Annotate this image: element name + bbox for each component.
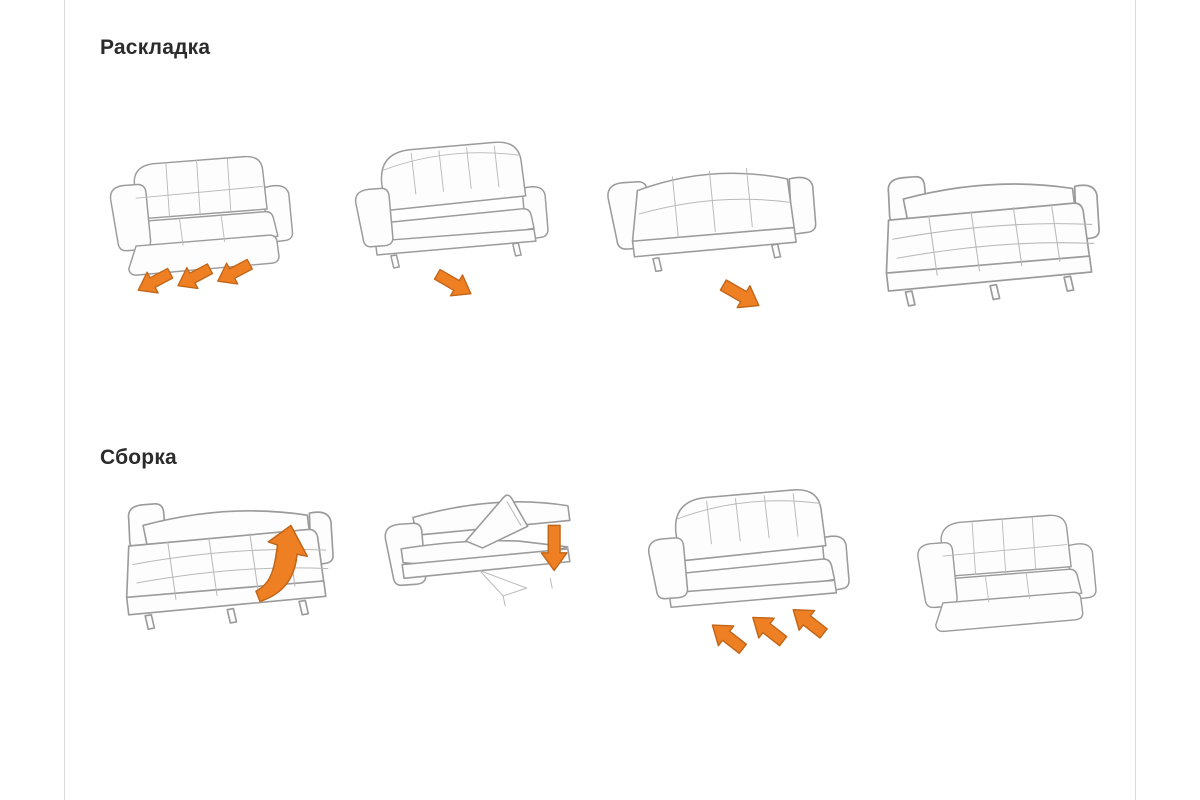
quilt-lines — [638, 167, 790, 238]
sofa-body — [354, 141, 549, 269]
quilt-lines — [135, 157, 264, 246]
unfold-step-1-illustration — [80, 138, 315, 318]
bed-body — [125, 503, 334, 630]
sofa-body — [109, 155, 294, 276]
flat-bed-lift-drawing — [125, 503, 334, 630]
fold-section-title: Сборка — [100, 446, 177, 469]
sofa-half-unfolded-drawing — [607, 167, 817, 309]
closed-sofa-drawing — [917, 514, 1097, 633]
pull-out-arrows — [137, 258, 253, 294]
lift-up-curved-arrow — [255, 524, 309, 603]
fold-step-2-illustration — [358, 472, 613, 667]
sofa-push-in-drawing — [647, 489, 850, 655]
quilt-lines — [677, 493, 821, 545]
sofa-extended-drawing — [354, 141, 549, 297]
quilt-lines — [942, 516, 1068, 603]
quilt-lines — [892, 203, 1095, 276]
unfold-section-title: Раскладка — [100, 36, 211, 59]
left-border-line — [64, 0, 65, 800]
fold-step-4-illustration — [888, 492, 1118, 652]
unfold-step-4-illustration — [842, 150, 1117, 320]
pull-direction-arrow — [433, 268, 472, 297]
pull-direction-arrow — [719, 279, 760, 309]
sofa-body — [917, 514, 1097, 633]
unfold-step-2-illustration — [330, 132, 570, 317]
bed-body — [885, 175, 1100, 307]
sofa-body — [607, 172, 817, 273]
fold-step-1-illustration — [72, 468, 362, 663]
closed-sofa-pullout-drawing — [109, 155, 294, 294]
frame-and-fold-lines — [479, 501, 553, 607]
flat-bed-drawing — [885, 175, 1100, 307]
fold-down-arrow — [540, 524, 568, 572]
bed-body — [384, 494, 571, 587]
quilt-lines — [383, 145, 521, 195]
sofa-body — [647, 489, 850, 608]
right-border-line — [1135, 0, 1136, 800]
unfold-step-3-illustration — [580, 138, 835, 323]
bed-folding-drawing — [384, 494, 571, 607]
fold-step-3-illustration — [622, 478, 872, 673]
push-in-arrows — [711, 609, 828, 655]
